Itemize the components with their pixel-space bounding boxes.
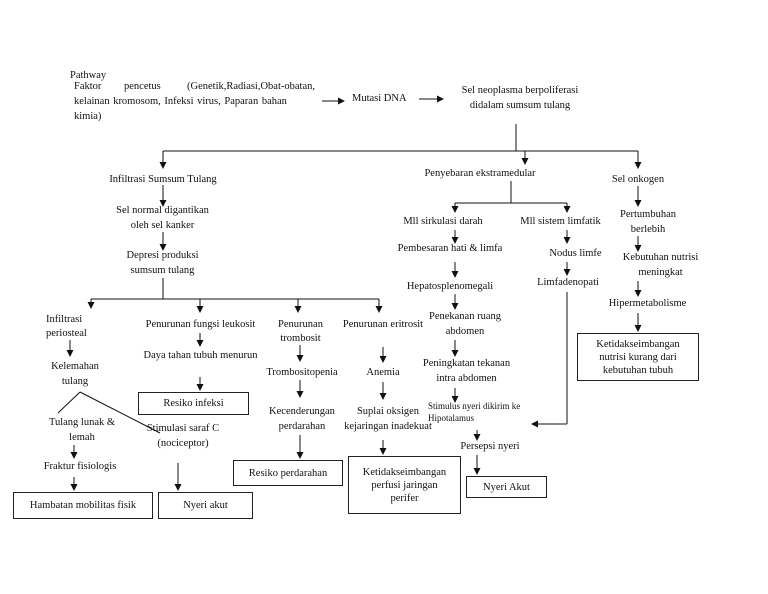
infiltrasi-periosteal-line2: periosteal [46, 328, 87, 339]
stimulasi-line1: Stimulasi saraf C [146, 423, 220, 434]
depresi-line2: sumsum tulang [130, 265, 195, 276]
faktor-line1a: Faktor [74, 81, 102, 92]
perfusi-line2: perfusi jaringan [371, 479, 438, 491]
pathway-title: Pathway [70, 70, 107, 81]
diagnosis-resiko-infeksi-box: Resiko infeksi [138, 392, 249, 415]
mll-sistem-limfatik: Mll sistem limfatik [520, 216, 601, 227]
perfusi-line3: perifer [390, 492, 419, 504]
kecenderungan-line2: perdarahan [278, 421, 326, 432]
penyebaran-ekstramedular: Penyebaran ekstramedular [424, 168, 536, 179]
nutrisi-line3: kebutuhan tubuh [602, 364, 674, 376]
pembesaran-hati-limfa: Pembesaran hati & limfa [397, 243, 503, 254]
resiko-infeksi-label: Resiko infeksi [163, 398, 224, 409]
suplai-line1: Suplai oksigen [356, 406, 420, 417]
nyeri-akut-right-label: Nyeri Akut [483, 481, 530, 493]
trombositopenia: Trombositopenia [266, 367, 338, 378]
depresi-line1: Depresi produksi [126, 250, 199, 261]
stimulus-line1: Stimulus nyeri dikirim ke [428, 401, 521, 411]
faktor-line3: kimia) [74, 111, 102, 122]
sel-onkogen: Sel onkogen [611, 174, 665, 185]
penurunan-fungsi-leukosit: Penurunan fungsi leukosit [145, 319, 256, 330]
resiko-perdarahan-label: Resiko perdarahan [248, 467, 328, 479]
kelemahan-line2: tulang [61, 376, 89, 387]
nodus-limfe: Nodus limfe [549, 248, 602, 259]
hepatosplenomegali: Hepatosplenomegali [406, 281, 494, 292]
diagnosis-perfusi-box: Ketidakseimbangan perfusi jaringan perif… [348, 456, 461, 514]
faktor-line1b: pencetus [124, 81, 161, 92]
kebutuhan-line2: meningkat [638, 267, 683, 278]
perfusi-line1: Ketidakseimbangan [362, 466, 447, 478]
penurunan-eritrosit: Penurunan eritrosit [342, 319, 424, 330]
infiltrasi-periosteal-line1: Infiltrasi [46, 314, 83, 325]
nyeri-akut-left-label: Nyeri akut [183, 500, 228, 511]
stimulus-line2: Hipotalamus [428, 413, 474, 423]
kebutuhan-line1: Kebutuhan nutrisi [622, 252, 699, 263]
line-kelemahan-to-tulang-lunak [57, 391, 81, 414]
stimulasi-line2: (nociceptor) [157, 438, 209, 449]
diagnosis-nyeri-akut-left-box: Nyeri akut [158, 492, 253, 519]
faktor-line2: kelainan kromosom, Infeksi virus, Papara… [74, 96, 287, 107]
nutrisi-line1: Ketidakseimbangan [596, 338, 680, 350]
limfadenopati: Limfadenopati [537, 277, 599, 288]
penurunan-trombosit-line1: Penurunan [278, 319, 323, 330]
neoplasma-line2: didalam sumsum tulang [469, 100, 571, 111]
diagnosis-nutrisi-box: Ketidakseimbangan nutrisi kurang dari ke… [577, 333, 699, 381]
peningkatan-line2: intra abdomen [436, 373, 497, 384]
hambatan-mobilitas-label: Hambatan mobilitas fisik [29, 500, 137, 511]
mll-sirkulasi-darah: Mll sirkulasi darah [403, 216, 483, 227]
penurunan-trombosit-line2: trombosit [280, 333, 321, 344]
diagnosis-resiko-perdarahan-box: Resiko perdarahan [233, 460, 343, 486]
tulang-lunak-line2: lemah [69, 432, 95, 443]
tulang-lunak-line1: Tulang lunak & [48, 417, 116, 428]
kelemahan-line1: Kelemahan [51, 361, 99, 372]
peningkatan-line1: Peningkatan tekanan [422, 358, 511, 369]
pertumbuhan-line2: berlebih [630, 224, 666, 235]
neoplasma-line1: Sel neoplasma berpoliferasi [461, 85, 579, 96]
kecenderungan-line1: Kecenderungan [269, 406, 335, 417]
diagnosis-hambatan-mobilitas-box: Hambatan mobilitas fisik [13, 492, 153, 519]
faktor-line1c: (Genetik,Radiasi,Obat-obatan, [187, 81, 315, 92]
nutrisi-line2: nutrisi kurang dari [599, 351, 677, 363]
fraktur-fisiologis: Fraktur fisiologis [43, 461, 117, 472]
persepsi-nyeri: Persepsi nyeri [460, 441, 520, 452]
mutasi-dna: Mutasi DNA [352, 93, 407, 104]
sel-normal-line1: Sel normal digantikan [116, 205, 209, 216]
sel-normal-line2: oleh sel kanker [130, 220, 195, 231]
penekanan-line2: abdomen [445, 326, 485, 337]
infiltrasi-sumsum-tulang: Infiltrasi Sumsum Tulang [109, 174, 217, 185]
pertumbuhan-line1: Pertumbuhan [620, 209, 676, 220]
penekanan-line1: Penekanan ruang [428, 311, 501, 322]
hipermetabolisme: Hipermetabolisme [608, 298, 687, 309]
suplai-line2: kejaringan inadekuat [344, 421, 432, 432]
line-kelemahan-to-stimulasi [79, 391, 161, 434]
daya-tahan-tubuh: Daya tahan tubuh menurun [143, 350, 258, 361]
diagnosis-nyeri-akut-right-box: Nyeri Akut [466, 476, 547, 498]
anemia: Anemia [366, 367, 400, 378]
